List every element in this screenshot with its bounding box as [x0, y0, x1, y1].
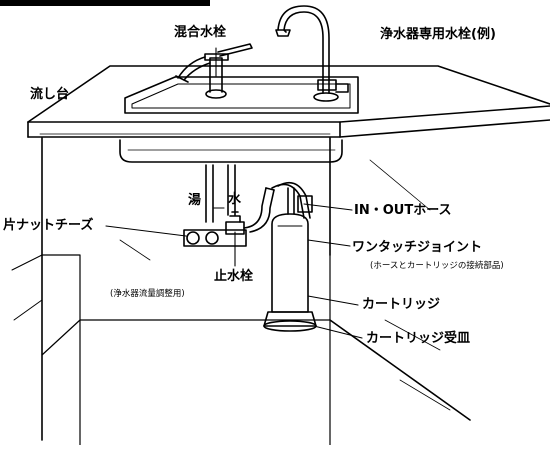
- sink-basin: [119, 76, 359, 163]
- countertop: [27, 65, 550, 138]
- plumbing: [183, 164, 313, 247]
- heading-cutoff: [0, 0, 210, 6]
- cold-label: 水: [228, 192, 242, 207]
- mixer-faucet-label: 混合水栓: [174, 25, 227, 40]
- cabinet: [11, 137, 471, 446]
- cartridge-label: カートリッジ: [362, 297, 441, 312]
- cartridge-tray-label: カートリッジ受皿: [366, 331, 471, 346]
- stop-valve-label: 止水栓: [214, 269, 254, 284]
- purifier-faucet-label: 浄水器専用水栓(例): [380, 27, 496, 42]
- one-touch-joint-label: ワンタッチジョイント: [352, 240, 483, 255]
- purifier-faucet: [275, 5, 349, 102]
- leader-lines: [105, 47, 363, 339]
- hot-label: 湯: [188, 193, 202, 208]
- in-out-hose-label: IN・OUTホース: [354, 203, 452, 218]
- stop-valve-note: (浄水器流量調整用): [110, 289, 185, 299]
- mixer-faucet: [175, 43, 253, 99]
- one-touch-joint-note: (ホースとカートリッジの接続部品): [370, 261, 504, 271]
- cartridge: [263, 213, 317, 332]
- tee-label: 片ナットチーズ: [3, 218, 94, 233]
- sink-label: 流し台: [30, 87, 70, 102]
